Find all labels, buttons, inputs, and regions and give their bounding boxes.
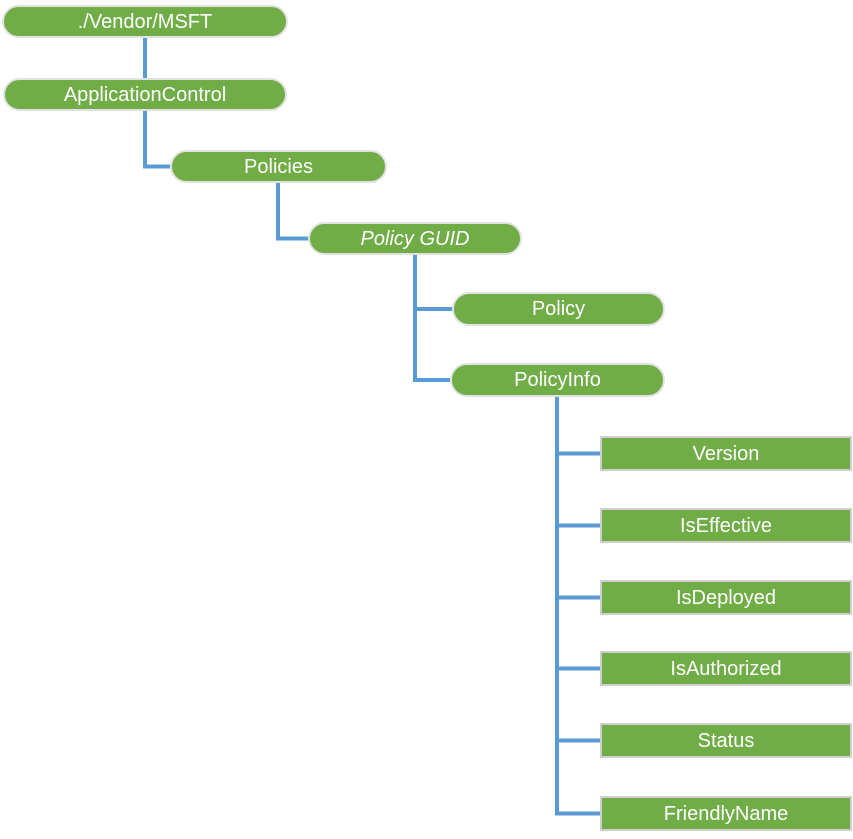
node-version: Version xyxy=(600,436,852,471)
node-label: IsDeployed xyxy=(675,586,777,609)
node-label: PolicyInfo xyxy=(514,369,601,391)
node-label: ./Vendor/MSFT xyxy=(77,10,213,33)
connector-applicationcontrol-to-policies xyxy=(143,109,172,169)
node-label: ApplicationControl xyxy=(63,83,227,106)
connector-policies-to-policyguid xyxy=(276,181,310,241)
connector-policyguid-trunk xyxy=(413,254,452,382)
connector-policyinfo-trunk xyxy=(555,396,602,816)
node-label: Policy xyxy=(531,298,586,320)
node-policy-info: PolicyInfo xyxy=(450,363,665,397)
node-is-authorized: IsAuthorized xyxy=(600,651,852,686)
node-label: IsEffective xyxy=(680,514,772,537)
node-policies: Policies xyxy=(170,150,387,183)
node-is-effective: IsEffective xyxy=(600,508,852,543)
node-policy: Policy xyxy=(452,292,665,326)
node-label: Policies xyxy=(244,155,313,178)
node-label: FriendlyName xyxy=(663,802,789,825)
node-label: IsAuthorized xyxy=(670,657,782,680)
node-label: Version xyxy=(692,442,760,465)
node-label: Policy GUID xyxy=(360,227,470,250)
node-friendly-name: FriendlyName xyxy=(600,796,852,831)
node-application-control: ApplicationControl xyxy=(3,78,287,111)
node-status: Status xyxy=(600,723,852,758)
node-policy-guid: Policy GUID xyxy=(308,222,522,255)
node-label: Status xyxy=(697,729,755,752)
node-is-deployed: IsDeployed xyxy=(600,580,852,615)
node-vendor-msft: ./Vendor/MSFT xyxy=(2,5,288,38)
